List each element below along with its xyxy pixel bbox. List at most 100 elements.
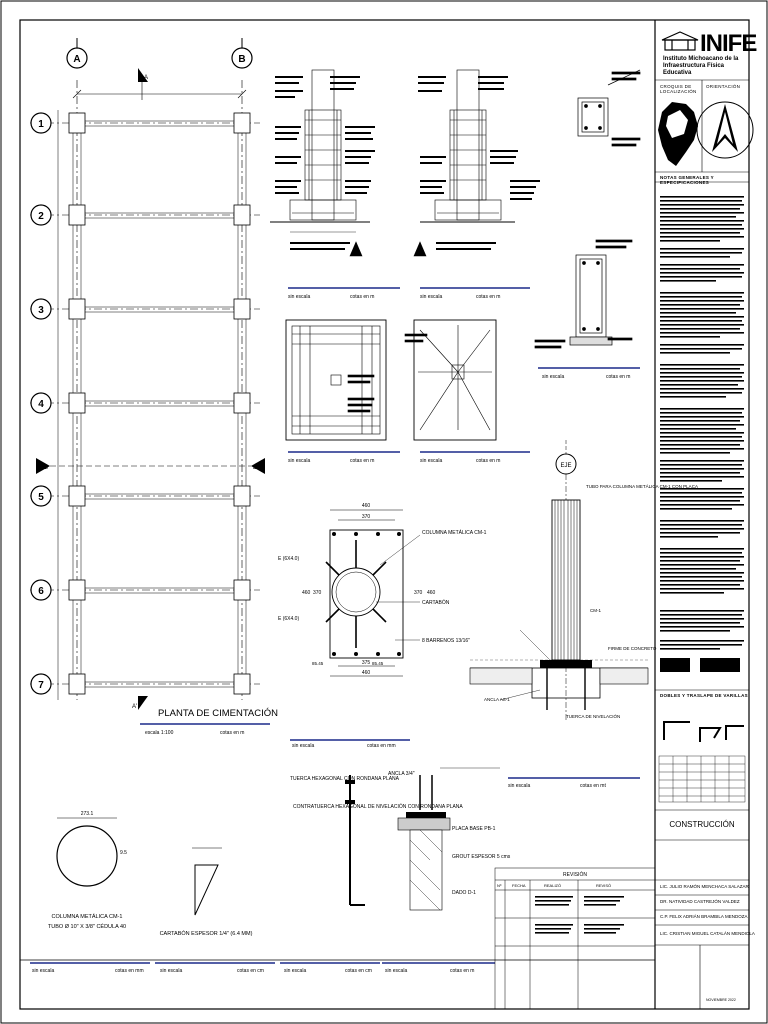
svg-text:TUBO PARA COLUMNA METÁLICA CM-: TUBO PARA COLUMNA METÁLICA CM-1 CON PLAC…	[586, 483, 698, 489]
svg-text:A: A	[73, 54, 80, 65]
svg-text:A': A'	[132, 704, 137, 710]
svg-text:CM-1: CM-1	[590, 608, 601, 613]
svg-text:85.45: 85.45	[372, 661, 384, 666]
svg-text:TUERCA DE NIVELACIÓN: TUERCA DE NIVELACIÓN	[566, 713, 620, 719]
svg-text:cotas en m: cotas en m	[450, 968, 474, 974]
base-plate-detail: 460 370 460 370 370 460 375 460 E (6X4.0…	[278, 503, 487, 677]
section-annotations	[275, 76, 540, 250]
svg-text:370: 370	[414, 590, 423, 596]
section-mark-a-prime: A'	[132, 696, 148, 710]
construction-label: CONSTRUCCIÓN	[669, 820, 735, 829]
svg-text:A: A	[144, 75, 148, 81]
institute-logo-text: INIFE	[700, 30, 757, 57]
svg-text:B': B'	[253, 465, 258, 471]
svg-text:4: 4	[38, 399, 44, 410]
svg-text:cotas en m: cotas en m	[350, 458, 374, 464]
svg-text:sin escala: sin escala	[508, 783, 530, 789]
anchor-bolt-detail: TUERCA HEXAGONAL CON RONDANA PLANA CONTR…	[290, 775, 463, 906]
svg-text:sin escala: sin escala	[385, 968, 407, 974]
grid-bubble-1: 1	[30, 112, 52, 134]
general-notes	[660, 196, 744, 672]
grid-bubble-4: 4	[30, 392, 52, 414]
foundation-plan: A B 1 2 3 4 5 6 7	[30, 38, 278, 736]
svg-text:cotas en mm: cotas en mm	[115, 968, 144, 974]
svg-text:cotas en m: cotas en m	[350, 294, 374, 300]
stirrup-detail	[534, 239, 633, 349]
section-mark-a: A	[138, 68, 148, 100]
svg-text:370: 370	[362, 514, 371, 520]
svg-text:FIRME DE CONCRETO: FIRME DE CONCRETO	[608, 646, 657, 651]
svg-text:85.45: 85.45	[312, 661, 324, 666]
svg-text:B: B	[44, 465, 48, 471]
svg-text:273.1: 273.1	[81, 811, 94, 817]
signatory-2: DR. NATIVIDAD CASTREJÓN VALDEZ	[660, 899, 740, 904]
svg-text:375: 375	[362, 660, 371, 666]
svg-text:E (6X4.0): E (6X4.0)	[278, 616, 299, 622]
revision-title: REVISIÓN	[563, 871, 587, 878]
localization-map	[658, 102, 698, 166]
cartabon-callout: CARTABÓN	[422, 599, 450, 606]
svg-text:2: 2	[38, 211, 44, 222]
svg-text:cotas en m: cotas en m	[606, 374, 630, 380]
svg-text:cotas en m: cotas en m	[476, 294, 500, 300]
drawing-frame	[19, 19, 750, 1010]
svg-text:cotas en cm: cotas en cm	[345, 968, 372, 974]
svg-text:TUBO Ø 10" X 3/8" CÉDULA 40: TUBO Ø 10" X 3/8" CÉDULA 40	[48, 923, 126, 930]
plan-scale: escala 1:100	[145, 730, 174, 736]
svg-text:REALIZÓ: REALIZÓ	[544, 883, 561, 888]
localization-header: CROQUIS DE LOCALIZACIÓN	[660, 84, 697, 94]
grid-bubble-2: 2	[30, 204, 52, 226]
svg-text:sin escala: sin escala	[32, 968, 54, 974]
grid-bubble-7: 7	[30, 673, 52, 695]
signatory-1: LIC. JULIO RAMÓN MENCHACA SALAZAR	[660, 884, 749, 889]
title-block	[655, 79, 749, 1009]
footing-plan-1	[285, 319, 387, 441]
svg-text:460: 460	[302, 590, 311, 596]
column-rebar-detail	[577, 69, 641, 147]
grid-bubble-6: 6	[30, 579, 52, 601]
inife-logo-icon	[661, 31, 699, 51]
grid-bubble-3: 3	[30, 298, 52, 320]
sheet-date: NOVIEMBRE 2022	[706, 998, 736, 1002]
signatory-3: C.P. FELIX ADRIÁN BRAMBILA MENDOZA	[660, 914, 748, 919]
revision-table	[494, 867, 656, 1010]
section-mark-b: B	[36, 458, 50, 474]
cartabon-detail: CARTABÓN ESPESOR 1/4" (6.4 MM)	[160, 847, 253, 937]
section-mark-b-prime: B'	[251, 458, 265, 474]
svg-text:460: 460	[362, 503, 371, 509]
anchor-section-detail: ANCLA 3/4" PLACA BASE PB-1 GROUT ESPESOR…	[388, 767, 511, 911]
svg-text:DADO D-1: DADO D-1	[452, 890, 476, 896]
svg-text:CONTRATUERCA HEXAGONAL DE NIVE: CONTRATUERCA HEXAGONAL DE NIVELACIÓN CON…	[293, 803, 463, 810]
svg-text:9.5: 9.5	[120, 850, 127, 856]
svg-text:EJE: EJE	[560, 463, 571, 469]
svg-text:B: B	[238, 54, 245, 65]
column-callout: COLUMNA METÁLICA CM-1	[422, 529, 487, 536]
svg-text:cotas en mt: cotas en mt	[580, 783, 606, 789]
north-header: ORIENTACIÓN	[706, 84, 741, 89]
svg-text:7: 7	[38, 680, 44, 691]
notes-header: NOTAS GENERALES Y ESPECIFICACIONES	[660, 175, 714, 185]
svg-text:FECHA: FECHA	[512, 883, 526, 888]
svg-text:cotas en cm: cotas en cm	[237, 968, 264, 974]
svg-text:REVISÓ: REVISÓ	[596, 883, 611, 888]
svg-text:sin escala: sin escala	[160, 968, 182, 974]
svg-text:460: 460	[427, 590, 436, 596]
plan-units: cotas en m	[220, 730, 244, 736]
svg-text:E (6X4.0): E (6X4.0)	[278, 556, 299, 562]
signatory-4: LIC. CRISTIAN MIGUEL CATALÁN MENDIOLA	[660, 931, 755, 936]
anchor-holes-callout: 8 BARRENOS 13/16"	[422, 638, 470, 644]
svg-text:ANCLA 3/4": ANCLA 3/4"	[388, 771, 415, 777]
plan-title: PLANTA DE CIMENTACIÓN	[158, 708, 278, 719]
revision-entries	[535, 896, 624, 934]
svg-text:sin escala: sin escala	[420, 294, 442, 300]
institute-name: Instituto Michoacano de la Infraestructu…	[663, 56, 739, 76]
svg-text:cotas en m: cotas en m	[476, 458, 500, 464]
svg-text:sin escala: sin escala	[292, 743, 314, 749]
grid-bubble-a: A	[66, 47, 88, 69]
cartabon-label: CARTABÓN ESPESOR 1/4" (6.4 MM)	[160, 930, 253, 937]
svg-text:460: 460	[362, 670, 371, 676]
svg-text:GROUT ESPESOR 5 cms: GROUT ESPESOR 5 cms	[452, 854, 511, 860]
footing-plan-2	[404, 319, 497, 441]
svg-text:sin escala: sin escala	[288, 294, 310, 300]
